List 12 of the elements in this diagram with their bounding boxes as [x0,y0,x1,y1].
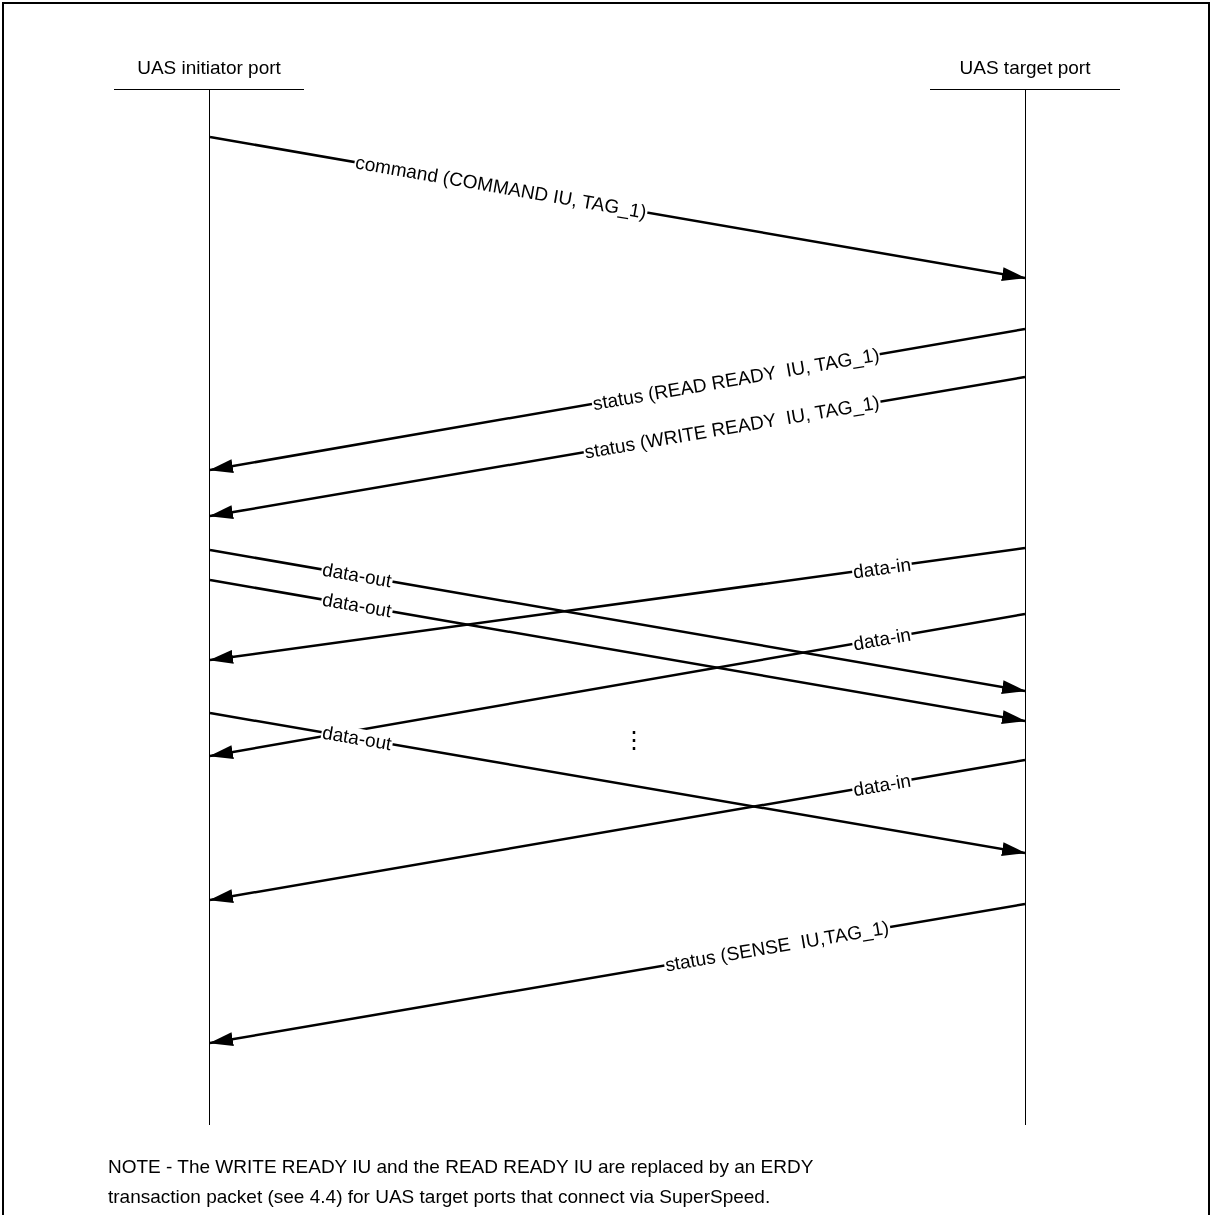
arrow [209,612,1026,759]
arrow [209,758,1026,903]
arrow [209,711,1026,856]
lifeline [1025,89,1026,1125]
lifeline [209,89,210,1125]
arrow [209,578,1026,724]
arrow [209,548,1026,694]
note-text: NOTE - The WRITE READY IU and the READ READY IU are replaced by an ERDY transaction packet (see 4.4) for UAS target ports that connect via SuperSpeed. [108,1155,815,1209]
lifeline-header: UAS initiator port [114,56,304,90]
lifeline-header: UAS target port [930,56,1120,90]
arrow [209,546,1026,664]
ellipsis: ⋮ [622,728,646,752]
